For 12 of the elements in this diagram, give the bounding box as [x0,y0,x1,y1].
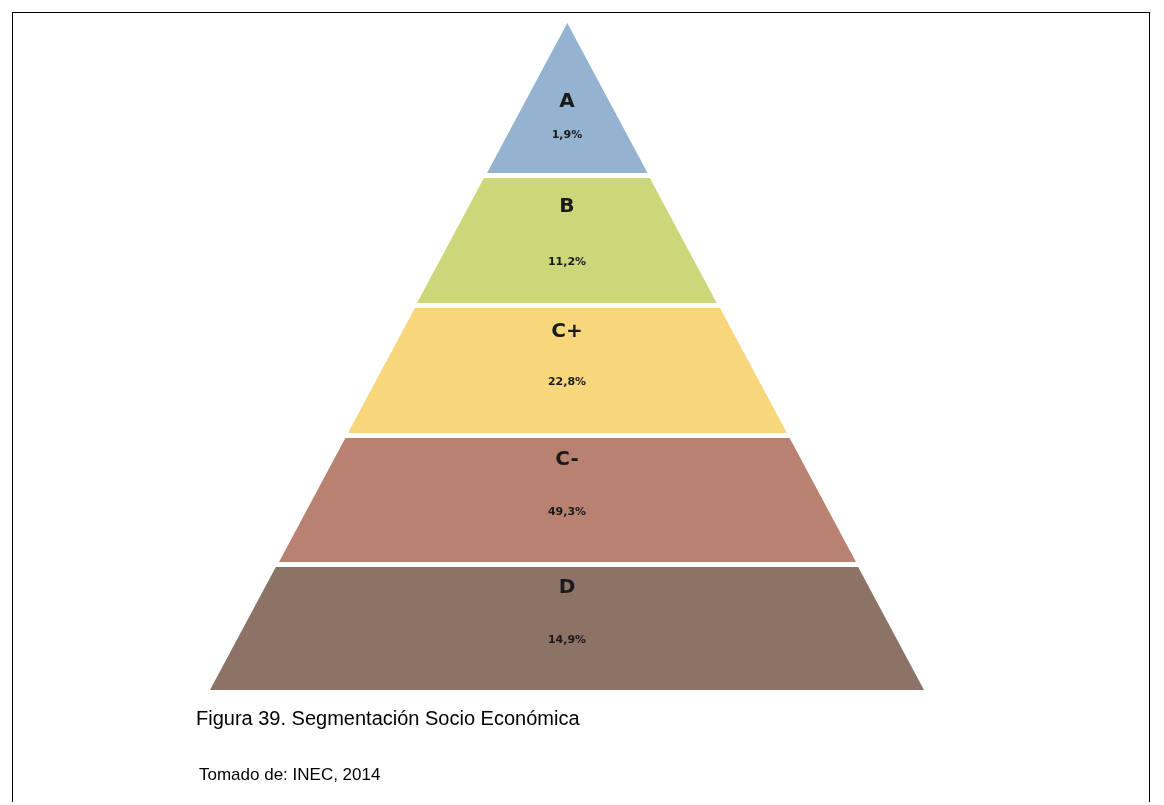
segment-label: C+ [550,318,584,342]
percentage-label: 1,9% [550,128,584,141]
segment-label: C- [554,446,580,470]
source-note: Tomado de: INEC, 2014 [199,765,381,785]
percentage-label: 22,8% [546,375,588,388]
segment-label: D [557,574,577,598]
percentage-label: 11,2% [546,255,588,268]
segment-label: A [558,88,576,112]
figure-caption: Figura 39. Segmentación Socio Económica [196,707,580,730]
percentage-label: 14,9% [546,633,588,646]
segment-label: B [558,193,576,217]
percentage-label: 49,3% [546,505,588,518]
